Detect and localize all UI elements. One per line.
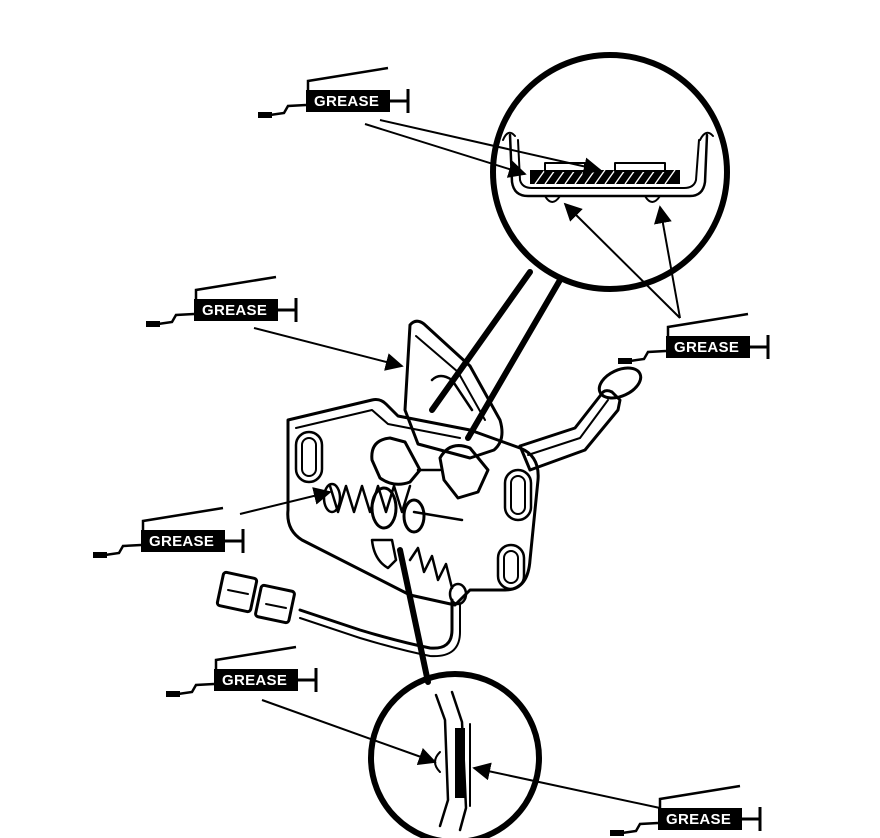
grease-gun-barrel bbox=[666, 336, 750, 358]
grease-gun-lever bbox=[214, 645, 297, 671]
grease-label: GREASE bbox=[222, 672, 287, 689]
grease-gun-nozzle bbox=[177, 682, 215, 696]
grease-gun-barrel bbox=[141, 530, 225, 552]
bottom-detail-magnifier bbox=[368, 671, 542, 838]
grease-gun-barrel bbox=[658, 808, 742, 830]
grease-gun-barrel bbox=[306, 90, 390, 112]
grease-callouts: GREASE GREASE GREASE GREASE GREASE GREASE bbox=[93, 66, 770, 836]
hood-latch-assembly bbox=[215, 319, 643, 658]
grease-gun-lever bbox=[658, 784, 741, 810]
grease-label: GREASE bbox=[314, 93, 379, 110]
grease-gun-nozzle bbox=[104, 543, 142, 557]
grease-gun-barrel bbox=[214, 669, 298, 691]
zoom-indicator-lines bbox=[397, 269, 563, 685]
grease-gun-lever bbox=[194, 275, 277, 301]
grease-gun-lever bbox=[141, 506, 224, 532]
grease-label: GREASE bbox=[149, 533, 214, 550]
grease-label: GREASE bbox=[202, 302, 267, 319]
main-spring bbox=[322, 482, 464, 534]
grease-gun-nozzle bbox=[621, 821, 659, 835]
grease-gun-nozzle bbox=[269, 103, 307, 117]
grease-gun-nozzle bbox=[157, 312, 195, 326]
grease-callout-top: GREASE bbox=[258, 66, 410, 118]
grease-label: GREASE bbox=[666, 811, 731, 828]
grease-callout-right: GREASE bbox=[618, 312, 770, 364]
grease-gun-barrel bbox=[194, 299, 278, 321]
lower-spring bbox=[370, 538, 468, 606]
top-detail-magnifier bbox=[490, 52, 730, 292]
grease-callout-left: GREASE bbox=[93, 506, 245, 558]
latch-cable-connector bbox=[215, 570, 461, 658]
grease-label: GREASE bbox=[674, 339, 739, 356]
grease-callout-lower-left: GREASE bbox=[166, 645, 318, 697]
grease-callout-upper-left: GREASE bbox=[146, 275, 298, 327]
grease-gun-lever bbox=[306, 66, 389, 92]
grease-gun-nozzle bbox=[629, 349, 667, 363]
grease-callout-bottom-right: GREASE bbox=[610, 784, 762, 836]
leader-arrows bbox=[239, 119, 681, 809]
grease-gun-lever bbox=[666, 312, 749, 338]
